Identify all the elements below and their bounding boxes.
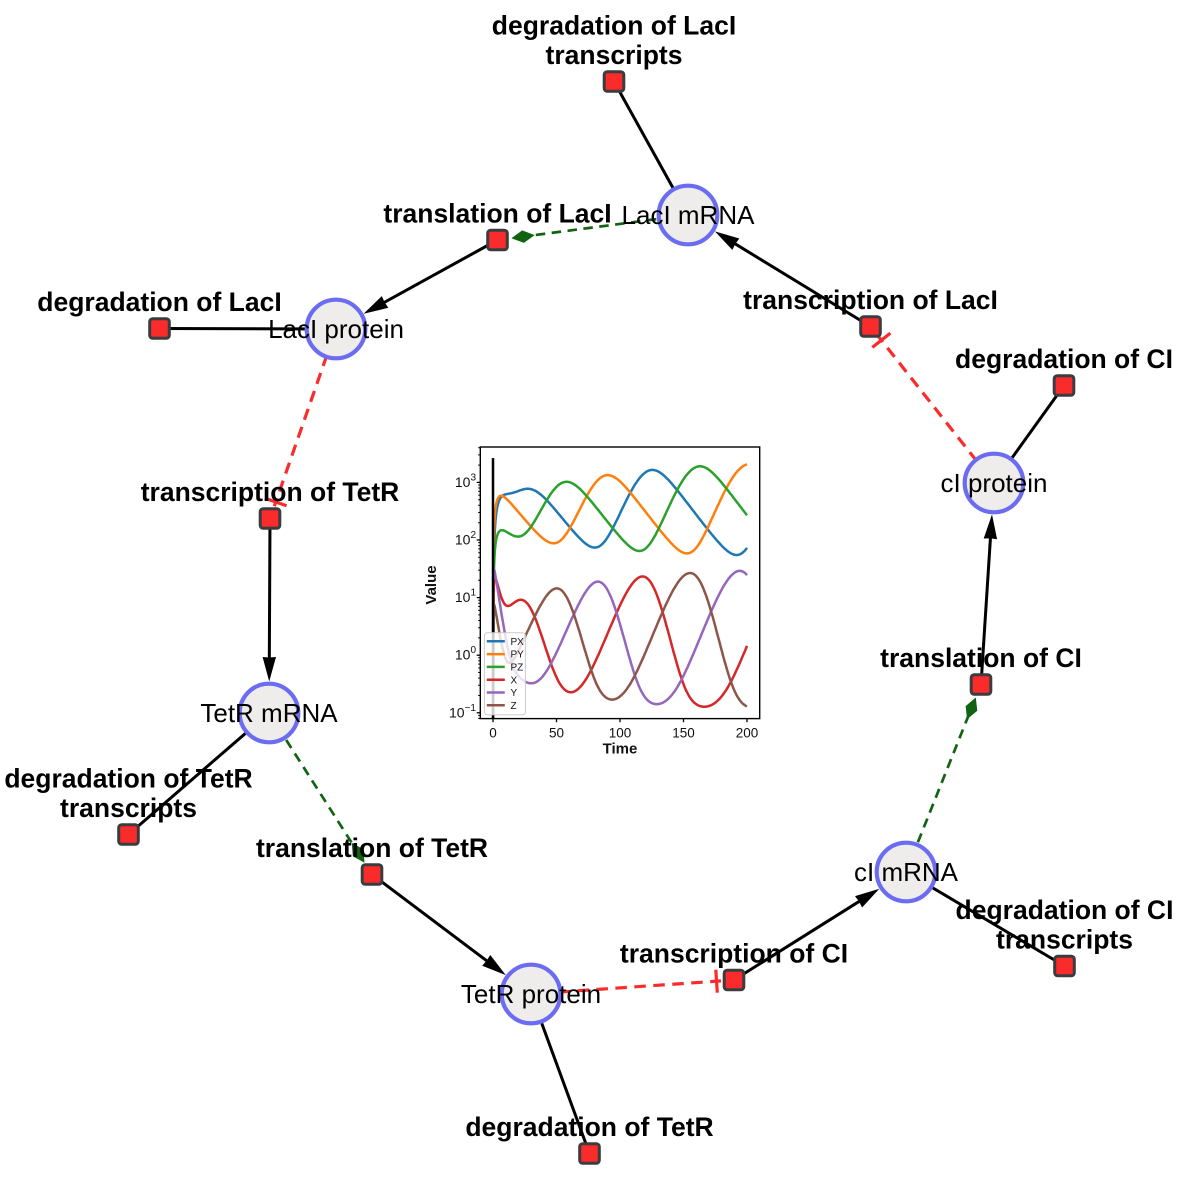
svg-text:translation of TetR: translation of TetR — [256, 833, 488, 863]
svg-text:Z: Z — [511, 701, 517, 712]
svg-text:transcripts: transcripts — [546, 40, 683, 70]
svg-text:degradation of LacI: degradation of LacI — [37, 287, 281, 317]
svg-text:150: 150 — [672, 726, 695, 741]
svg-text:PX: PX — [511, 637, 525, 648]
svg-text:transcription of CI: transcription of CI — [620, 938, 848, 968]
svg-text:TetR mRNA: TetR mRNA — [200, 698, 338, 728]
svg-text:translation of LacI: translation of LacI — [383, 198, 611, 228]
svg-text:Time: Time — [603, 741, 638, 758]
svg-text:transcription of LacI: transcription of LacI — [743, 285, 998, 315]
svg-text:LacI mRNA: LacI mRNA — [622, 200, 756, 230]
svg-text:degradation of CI: degradation of CI — [955, 344, 1173, 374]
svg-text:Value: Value — [423, 565, 440, 604]
svg-text:transcription of TetR: transcription of TetR — [141, 477, 400, 507]
svg-text:degradation of TetR: degradation of TetR — [4, 764, 252, 794]
svg-text:transcripts: transcripts — [60, 793, 197, 823]
svg-text:degradation of LacI: degradation of LacI — [492, 11, 736, 41]
svg-text:0: 0 — [489, 726, 497, 741]
svg-text:100: 100 — [609, 726, 632, 741]
svg-text:LacI protein: LacI protein — [268, 314, 404, 344]
svg-text:200: 200 — [736, 726, 759, 741]
svg-text:degradation of CI: degradation of CI — [956, 895, 1174, 925]
svg-text:cI mRNA: cI mRNA — [854, 857, 959, 887]
svg-text:cI protein: cI protein — [941, 468, 1048, 498]
svg-text:PY: PY — [511, 650, 525, 661]
svg-text:transcripts: transcripts — [996, 925, 1133, 955]
svg-text:translation of CI: translation of CI — [880, 643, 1082, 673]
svg-text:Y: Y — [511, 688, 518, 699]
svg-text:degradation of TetR: degradation of TetR — [465, 1112, 713, 1142]
svg-text:TetR protein: TetR protein — [461, 979, 601, 1009]
svg-text:50: 50 — [549, 726, 564, 741]
svg-text:PZ: PZ — [511, 663, 524, 674]
svg-text:X: X — [511, 675, 518, 686]
